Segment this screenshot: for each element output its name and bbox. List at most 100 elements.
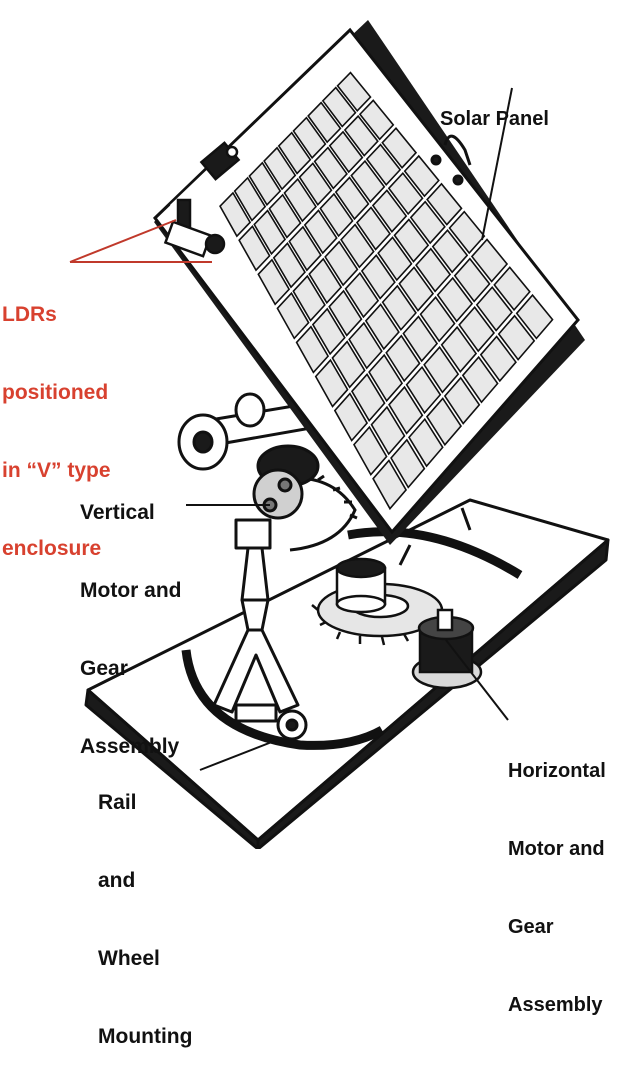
solar-cell	[295, 325, 330, 374]
solar-cell	[319, 192, 354, 238]
solar-cell	[381, 284, 417, 332]
label-line: Rail	[98, 791, 137, 814]
solar-cell	[328, 130, 364, 174]
solar-cell	[398, 266, 435, 312]
solar-cell	[405, 365, 442, 415]
solar-cell	[358, 99, 395, 141]
solar-cell	[292, 274, 326, 322]
solar-cell	[402, 315, 439, 363]
label-line: Horizontal	[508, 760, 606, 782]
solar-cell	[493, 266, 531, 312]
solar-cell	[321, 86, 357, 128]
left-support-stand	[212, 518, 300, 723]
solar-cell	[371, 189, 408, 233]
solar-cell	[364, 303, 400, 351]
solar-cell	[303, 209, 338, 255]
solar-cell	[403, 154, 440, 198]
solar-cell	[377, 236, 413, 282]
solar-cell	[219, 191, 252, 238]
solar-cell	[253, 209, 287, 256]
solar-cell	[388, 385, 424, 435]
solar-cell	[334, 176, 370, 221]
solar-cell	[408, 417, 444, 468]
solar-cell	[443, 376, 481, 425]
solar-cell	[423, 345, 460, 394]
solar-cell	[350, 159, 386, 204]
solar-cell	[292, 116, 327, 160]
solar-cell	[515, 293, 554, 340]
label-horizontal-motor: Horizontal Motor and Gear Assembly	[508, 706, 606, 1044]
solar-cell	[343, 114, 379, 157]
label-ldrs: LDRs positioned in “V” type enclosure	[2, 250, 111, 588]
solar-cell	[344, 271, 380, 319]
label-line: enclosure	[2, 537, 102, 560]
label-line: and	[98, 869, 136, 892]
solar-cell	[458, 305, 496, 353]
label-vertical-motor: Vertical Motor and Gear Assembly	[80, 448, 181, 786]
label-line: Motor and	[508, 838, 605, 860]
label-rail-wheel: Rail and Wheel Mounting	[98, 738, 192, 1076]
solar-cell	[263, 146, 297, 191]
solar-cell	[324, 240, 359, 287]
solar-cell	[365, 143, 402, 187]
label-line: Motor and	[80, 579, 182, 602]
solar-cell	[426, 182, 463, 226]
solar-cell	[248, 161, 282, 207]
solar-cell	[314, 358, 349, 408]
solar-cell	[307, 101, 342, 144]
solar-cell	[368, 353, 404, 403]
label-line: in “V” type	[2, 459, 111, 482]
solar-cell	[390, 438, 426, 489]
solar-cell	[461, 355, 499, 404]
solar-cell	[355, 206, 391, 251]
solar-cell	[336, 71, 372, 113]
solar-cell	[415, 247, 452, 293]
label-line: Gear	[80, 657, 128, 680]
panel-handle	[430, 134, 472, 186]
rail-arc	[181, 649, 385, 750]
label-line: Mounting	[98, 1025, 193, 1048]
solar-cell	[470, 238, 509, 283]
label-line: Gear	[508, 916, 554, 938]
solar-cell	[372, 459, 408, 511]
solar-cell	[340, 223, 375, 269]
label-line: Assembly	[80, 735, 180, 758]
solar-panel	[153, 20, 585, 545]
solar-cell	[387, 171, 424, 216]
solar-cell	[333, 392, 369, 442]
solar-cell	[308, 257, 343, 305]
leader-rail-wheel	[199, 737, 283, 771]
solar-cell	[360, 253, 396, 300]
label-line: Solar Panel	[440, 108, 549, 130]
leader-solar-panel	[481, 87, 513, 241]
solar-panel-grid	[219, 71, 554, 511]
solar-cell	[370, 405, 406, 456]
solar-cell	[350, 372, 386, 423]
solar-cell	[453, 257, 491, 303]
base-plate	[84, 498, 610, 849]
solar-cell	[393, 218, 430, 263]
solar-cell	[425, 397, 462, 447]
solar-cell	[353, 425, 388, 476]
leader-horizontal-motor	[445, 639, 509, 721]
solar-cell	[436, 276, 474, 323]
solar-cell	[313, 146, 348, 190]
solar-cell	[288, 225, 322, 272]
solar-cell	[276, 291, 310, 340]
solar-cell	[497, 314, 536, 361]
leader-lines	[69, 87, 513, 771]
label-line: Vertical	[80, 501, 155, 524]
solar-cell	[272, 242, 306, 289]
solar-cell	[381, 126, 418, 169]
label-solar-panel: Solar Panel	[440, 54, 549, 158]
solar-cell	[283, 177, 317, 223]
label-line: Wheel	[98, 947, 160, 970]
solar-cell	[440, 325, 478, 373]
solar-cell	[268, 193, 302, 239]
label-line: Assembly	[508, 994, 603, 1016]
center-post-motor	[335, 557, 387, 614]
label-line: positioned	[2, 381, 109, 404]
solar-cell	[348, 321, 383, 370]
solar-cell	[331, 340, 366, 389]
rail-wheel	[276, 709, 308, 741]
